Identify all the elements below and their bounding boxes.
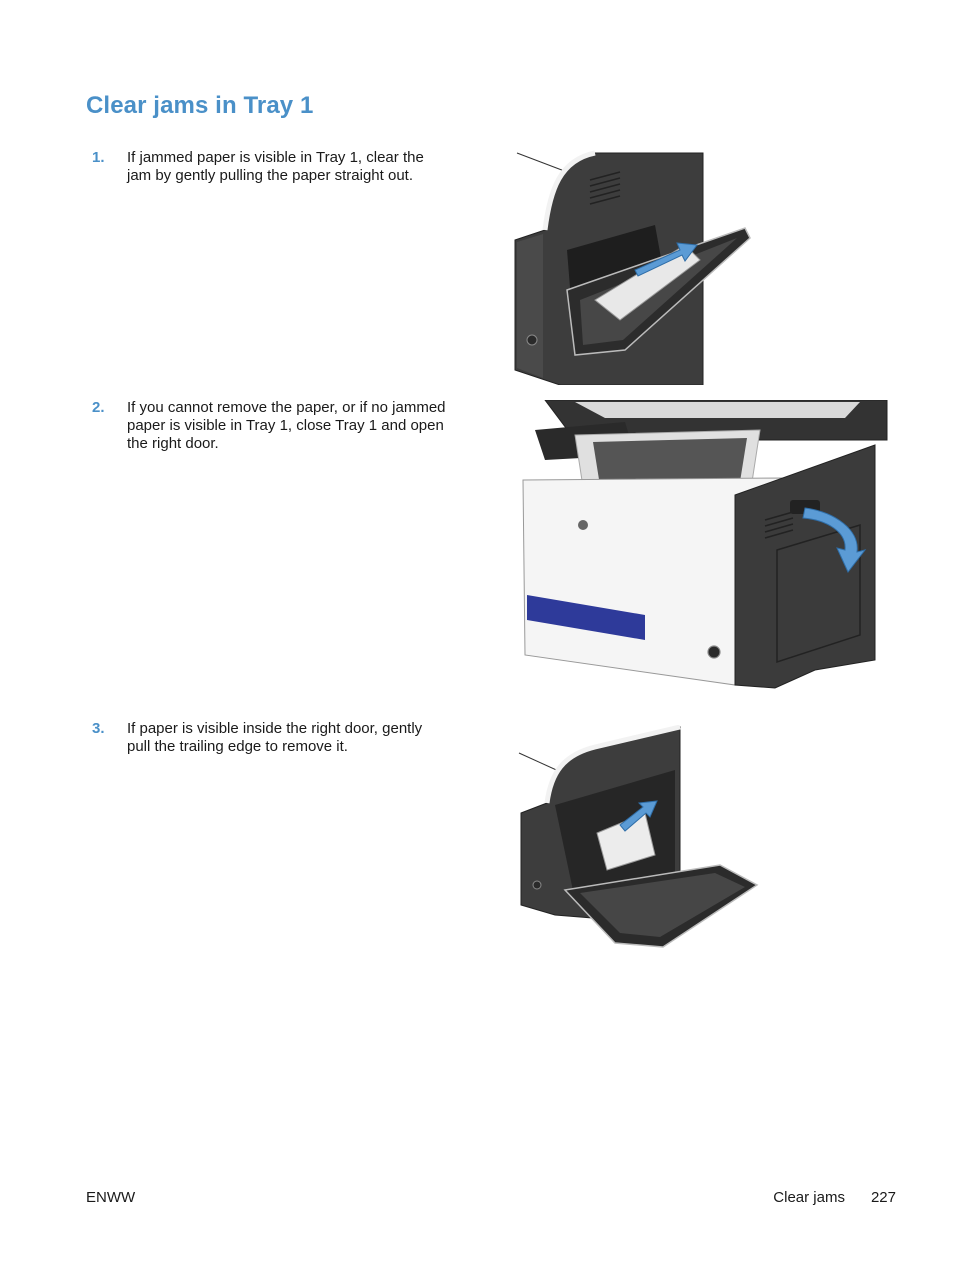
step-text: If paper is visible inside the right doo…: [127, 720, 423, 755]
right-door-paper-illustration: [518, 725, 759, 948]
page-number: 227: [870, 1189, 896, 1206]
page-title: Clear jams in Tray 1: [86, 92, 314, 119]
right-door-open-illustration: [522, 400, 888, 689]
step-number: 2.: [92, 399, 105, 416]
footer-right: Clear jams 227: [773, 1189, 896, 1206]
step-number: 3.: [92, 720, 105, 737]
footer-left-label: ENWW: [86, 1189, 136, 1206]
footer-section-name: Clear jams: [773, 1189, 845, 1206]
tray1-jam-illustration: [514, 150, 751, 385]
step-text: If you cannot remove the paper, or if no…: [127, 399, 446, 452]
step-text: If jammed paper is visible in Tray 1, cl…: [127, 149, 424, 184]
step-number: 1.: [92, 149, 105, 166]
